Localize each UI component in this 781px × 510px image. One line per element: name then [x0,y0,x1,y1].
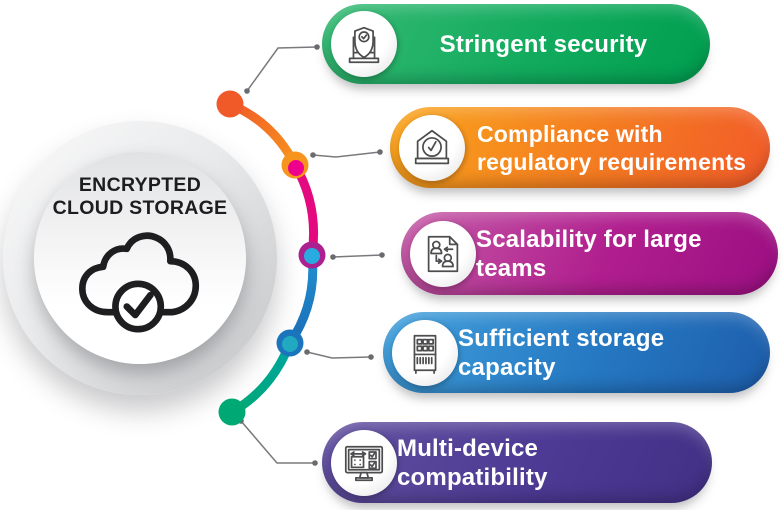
cloud-check-icon [72,229,208,338]
guide-dots [238,44,385,466]
node-5-dot [218,398,246,426]
hub-title-line2: CLOUD STORAGE [52,197,228,219]
pill-icon-circle [410,220,476,287]
shield-on-stand-icon [348,26,380,64]
hub-title-line1: ENCRYPTED [78,174,202,196]
benefit-pill-multi-device: Multi-device compatibility [322,422,712,503]
guide-line-3 [332,254,383,258]
pill-label-line1: Stringent security [439,30,648,58]
pill-label: Multi-device compatibility [397,434,712,492]
badge-check-icon [414,129,450,164]
guide-line-2 [312,151,381,158]
benefit-pill-storage-capacity: Sufficient storage capacity [383,312,770,393]
guide-lines [240,46,383,464]
pill-icon-circle [392,319,458,386]
guide-line-5 [240,420,315,464]
pill-label-line1: Sufficient storage capacity [458,324,665,381]
pill-label-line1: Scalability for large teams [476,225,702,282]
benefit-pill-scalability: Scalability for large teams [401,212,778,295]
pill-icon-circle [331,11,397,77]
guide-line-1 [246,46,318,92]
node-3-inner-dot [304,248,320,264]
curve-segment-teal [227,338,295,417]
pill-label: Stringent security [397,30,710,59]
node-2-inner-dot [288,160,304,176]
server-cabinet-icon [413,334,437,374]
benefit-pill-stringent-security: Stringent security [322,4,710,84]
monitor-check-icon [344,445,384,481]
pill-label: Sufficient storage capacity [458,324,770,382]
pill-icon-circle [399,114,465,181]
node-4-inner-dot [282,336,298,352]
pill-label: Scalability for large teams [476,225,778,283]
guide-line-4 [306,351,372,359]
connector-nodes [216,90,326,426]
pill-label-line1: Compliance with [477,120,663,147]
curve-segment-magenta [290,160,319,260]
pill-icon-circle [331,429,397,496]
pill-label-line2: regulatory requirements [477,148,747,175]
node-1-dot [216,90,244,118]
document-users-icon [427,235,459,272]
pill-label-line1: Multi-device compatibility [397,434,548,491]
